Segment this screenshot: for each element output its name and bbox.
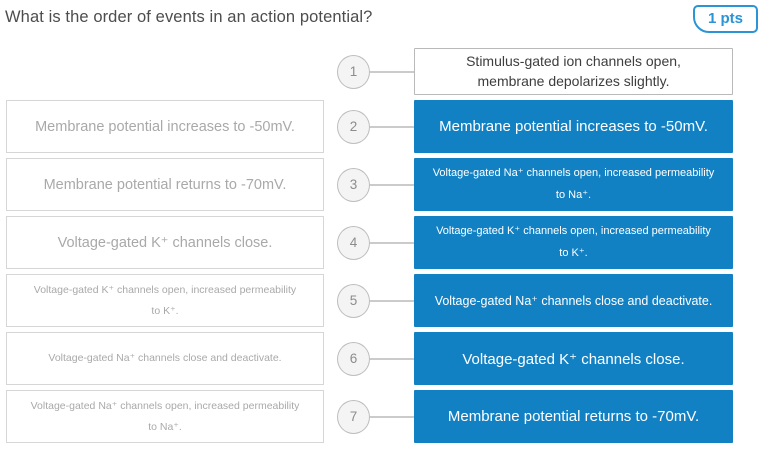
- connector-line: [370, 125, 414, 128]
- order-number-circle: 1: [337, 54, 370, 89]
- order-number-circle: 2: [337, 109, 370, 144]
- matching-row: Voltage-gated K⁺ channels open, increase…: [6, 274, 733, 327]
- matching-row: Voltage-gated Na⁺ channels close and dea…: [6, 332, 733, 385]
- points-badge: 1 pts: [692, 5, 758, 33]
- connector: 2: [337, 100, 414, 153]
- matching-row: Voltage-gated K⁺ channels close. 4 Volta…: [6, 216, 733, 269]
- bank-option[interactable]: Voltage-gated Na⁺ channels open, increas…: [6, 390, 324, 443]
- bank-option[interactable]: Membrane potential returns to -70mV.: [6, 158, 324, 211]
- matching-row: Voltage-gated Na⁺ channels open, increas…: [6, 390, 733, 443]
- connector-line: [370, 183, 414, 186]
- order-number-circle: 5: [337, 283, 370, 318]
- bank-option[interactable]: Voltage-gated K⁺ channels close.: [6, 216, 324, 269]
- matching-row: Membrane potential increases to -50mV. 2…: [6, 100, 733, 153]
- answer-slot[interactable]: Voltage-gated K⁺ channels open, increase…: [414, 216, 733, 269]
- order-number-circle: 3: [337, 167, 370, 202]
- bank-option[interactable]: Membrane potential increases to -50mV.: [6, 100, 324, 153]
- bank-option[interactable]: Voltage-gated Na⁺ channels close and dea…: [6, 332, 324, 385]
- connector: 3: [337, 158, 414, 211]
- answer-slot[interactable]: Voltage-gated Na⁺ channels close and dea…: [414, 274, 733, 327]
- connector-line: [370, 241, 414, 244]
- question-title: What is the order of events in an action…: [5, 8, 373, 26]
- order-number-circle: 6: [337, 341, 370, 376]
- connector: 4: [337, 216, 414, 269]
- connector-line: [370, 415, 414, 418]
- order-number-circle: 4: [337, 225, 370, 260]
- connector-line: [370, 299, 414, 302]
- connector-line: [370, 70, 414, 73]
- answer-slot[interactable]: Voltage-gated K⁺ channels close.: [414, 332, 733, 385]
- connector: 6: [337, 332, 414, 385]
- question-header: What is the order of events in an action…: [0, 0, 770, 33]
- connector: 1: [337, 48, 414, 95]
- answer-slot[interactable]: Membrane potential increases to -50mV.: [414, 100, 733, 153]
- matching-row: Membrane potential returns to -70mV. 3 V…: [6, 158, 733, 211]
- bank-placeholder: [6, 48, 324, 95]
- connector: 5: [337, 274, 414, 327]
- order-number-circle: 7: [337, 399, 370, 434]
- connector: 7: [337, 390, 414, 443]
- answer-slot[interactable]: Stimulus-gated ion channels open, membra…: [414, 48, 733, 95]
- ordering-area: 1 Stimulus-gated ion channels open, memb…: [6, 48, 733, 448]
- answer-slot[interactable]: Voltage-gated Na⁺ channels open, increas…: [414, 158, 733, 211]
- bank-option[interactable]: Voltage-gated K⁺ channels open, increase…: [6, 274, 324, 327]
- answer-slot[interactable]: Membrane potential returns to -70mV.: [414, 390, 733, 443]
- connector-line: [370, 357, 414, 360]
- matching-row: 1 Stimulus-gated ion channels open, memb…: [6, 48, 733, 95]
